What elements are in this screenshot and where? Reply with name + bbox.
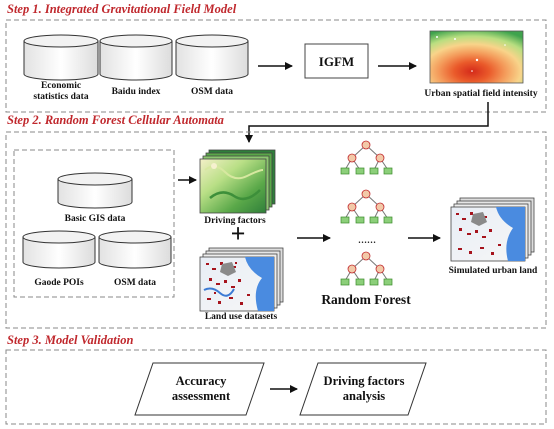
db-label-economic: Economic statistics data [33, 81, 89, 102]
step1-title: Step 1. Integrated Gravitational Field M… [7, 2, 237, 16]
igfm-box [304, 43, 369, 79]
database-icon [175, 34, 249, 81]
decision-tree [340, 251, 393, 286]
db-label-gaode: Gaode POIs [34, 278, 84, 288]
database-icon [98, 230, 172, 269]
random-forest-label: Random Forest [321, 292, 411, 307]
database-icon [57, 172, 133, 209]
simulated-land-stack [450, 197, 535, 262]
db-label-basic-gis: Basic GIS data [64, 214, 126, 224]
igfm-label: IGFM [318, 54, 355, 69]
step3-title: Step 3. Model Validation [7, 333, 134, 347]
database-icon [99, 34, 173, 81]
step2-title: Step 2. Random Forest Cellular Automata [7, 113, 224, 127]
database-icon [22, 230, 96, 269]
accuracy-assessment-label: Accuracy assessment [171, 374, 231, 403]
field-intensity-label: Urban spatial field intensity [424, 89, 538, 99]
step2-inputs-panel [13, 149, 175, 298]
land-use-stack [199, 247, 284, 312]
decision-tree [340, 189, 393, 224]
database-icon [23, 34, 99, 81]
driving-factors-stack [199, 149, 276, 214]
tree-ellipsis: …… [358, 235, 376, 245]
step3-panel [5, 349, 547, 425]
db-label-osm: OSM data [191, 87, 233, 97]
field-intensity-heatmap [429, 30, 524, 84]
plus-sign: + [230, 219, 246, 248]
decision-tree [340, 140, 393, 175]
db-label-baidu: Baidu index [111, 87, 161, 97]
land-use-label: Land use datasets [204, 312, 278, 322]
step1-panel [5, 19, 547, 113]
simulated-land-label: Simulated urban land [448, 266, 538, 276]
driving-factors-label: Driving factors [204, 216, 266, 226]
db-label-osm-2: OSM data [114, 278, 156, 288]
accuracy-assessment-box [134, 362, 265, 416]
driving-factors-analysis-box [299, 362, 427, 416]
driving-factors-analysis-label: Driving factors analysis [323, 374, 405, 403]
connector-step1-to-step2 [245, 102, 489, 143]
